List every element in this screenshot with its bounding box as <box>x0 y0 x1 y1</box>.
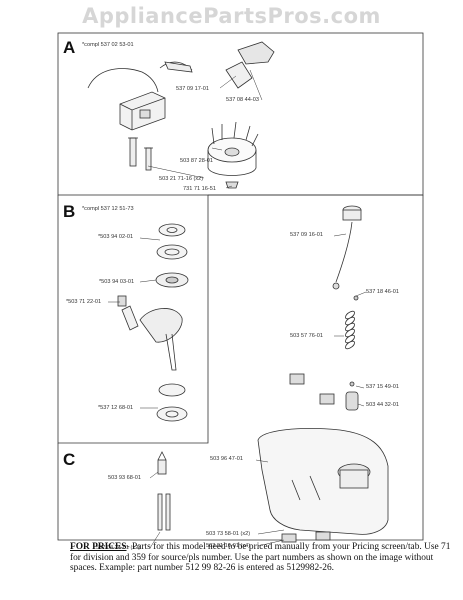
crankshaft-illustration <box>117 295 183 371</box>
part-number-label: *503 94 02-01 <box>98 234 134 240</box>
screw-illustration <box>128 137 153 171</box>
section-a-frame <box>57 32 424 196</box>
section-b-letter: B <box>63 202 76 221</box>
part-number-label: 503 96 47-01 <box>210 456 243 462</box>
flywheel-illustration <box>207 121 259 189</box>
part-number-label: 537 08 44-03 <box>226 97 259 103</box>
pin-illustration <box>157 493 171 531</box>
part-number-label: *503 71 22-01 <box>66 299 102 305</box>
part-number-label: 537 18 46-01 <box>366 289 399 295</box>
watermark: AppliancePartsPros.com <box>82 4 381 28</box>
spark-plug-boot-illustration <box>225 41 275 89</box>
section-a-letter: A <box>63 38 76 57</box>
part-number-label: 503 93 68-01 <box>108 475 141 481</box>
part-number-label: 503 44 32-01 <box>366 402 399 408</box>
bearing-bottom-illustration <box>156 383 188 422</box>
part-number-label: 503 91 10-01 (x4) <box>206 543 251 549</box>
ignition-module-illustration <box>87 61 193 131</box>
section-b-header: *compl 537 12 51-73 <box>82 206 134 212</box>
section-a-header: *compl 537 02 53-01 <box>82 42 134 48</box>
fuel-cap-illustration <box>332 205 362 290</box>
footer-lead: FOR PRICES <box>70 542 127 552</box>
part-number-label: 503 73 58-01 (x2) <box>206 531 251 537</box>
part-number-label: 503 87 28-01 <box>180 158 213 164</box>
section-c-letter: C <box>63 450 76 469</box>
part-number-label: 537 09 17-01 <box>176 86 209 92</box>
part-number-label: 537 09 16-01 <box>290 232 323 238</box>
part-number-label: *503 94 03-01 <box>99 279 135 285</box>
part-number-label: 503 21 71-16 (x2) <box>159 176 204 182</box>
bearing-top-illustration <box>156 223 188 260</box>
part-number-label: 731 71 16-51 <box>183 186 216 192</box>
part-number-label: 537 15 49-01 <box>366 384 399 390</box>
seal-illustration <box>155 272 189 288</box>
vibration-damper-illustration <box>157 451 167 475</box>
rubber-mount-illustration <box>281 373 335 543</box>
footer-text: - Parts for this model need to be priced… <box>70 542 451 574</box>
fuel-line-coil-illustration <box>345 295 359 387</box>
section-b-frame <box>57 195 209 444</box>
part-number-label: 503 57 76-01 <box>290 333 323 339</box>
footer-note: FOR PRICES- Parts for this model need to… <box>70 542 462 574</box>
fuel-tank-illustration <box>257 428 389 535</box>
part-number-label: *537 12 68-01 <box>98 405 134 411</box>
fuel-filter-illustration <box>345 391 359 411</box>
outer-frame <box>57 195 424 541</box>
part-number-label: 537 04 24-01 (x2) <box>96 545 141 551</box>
